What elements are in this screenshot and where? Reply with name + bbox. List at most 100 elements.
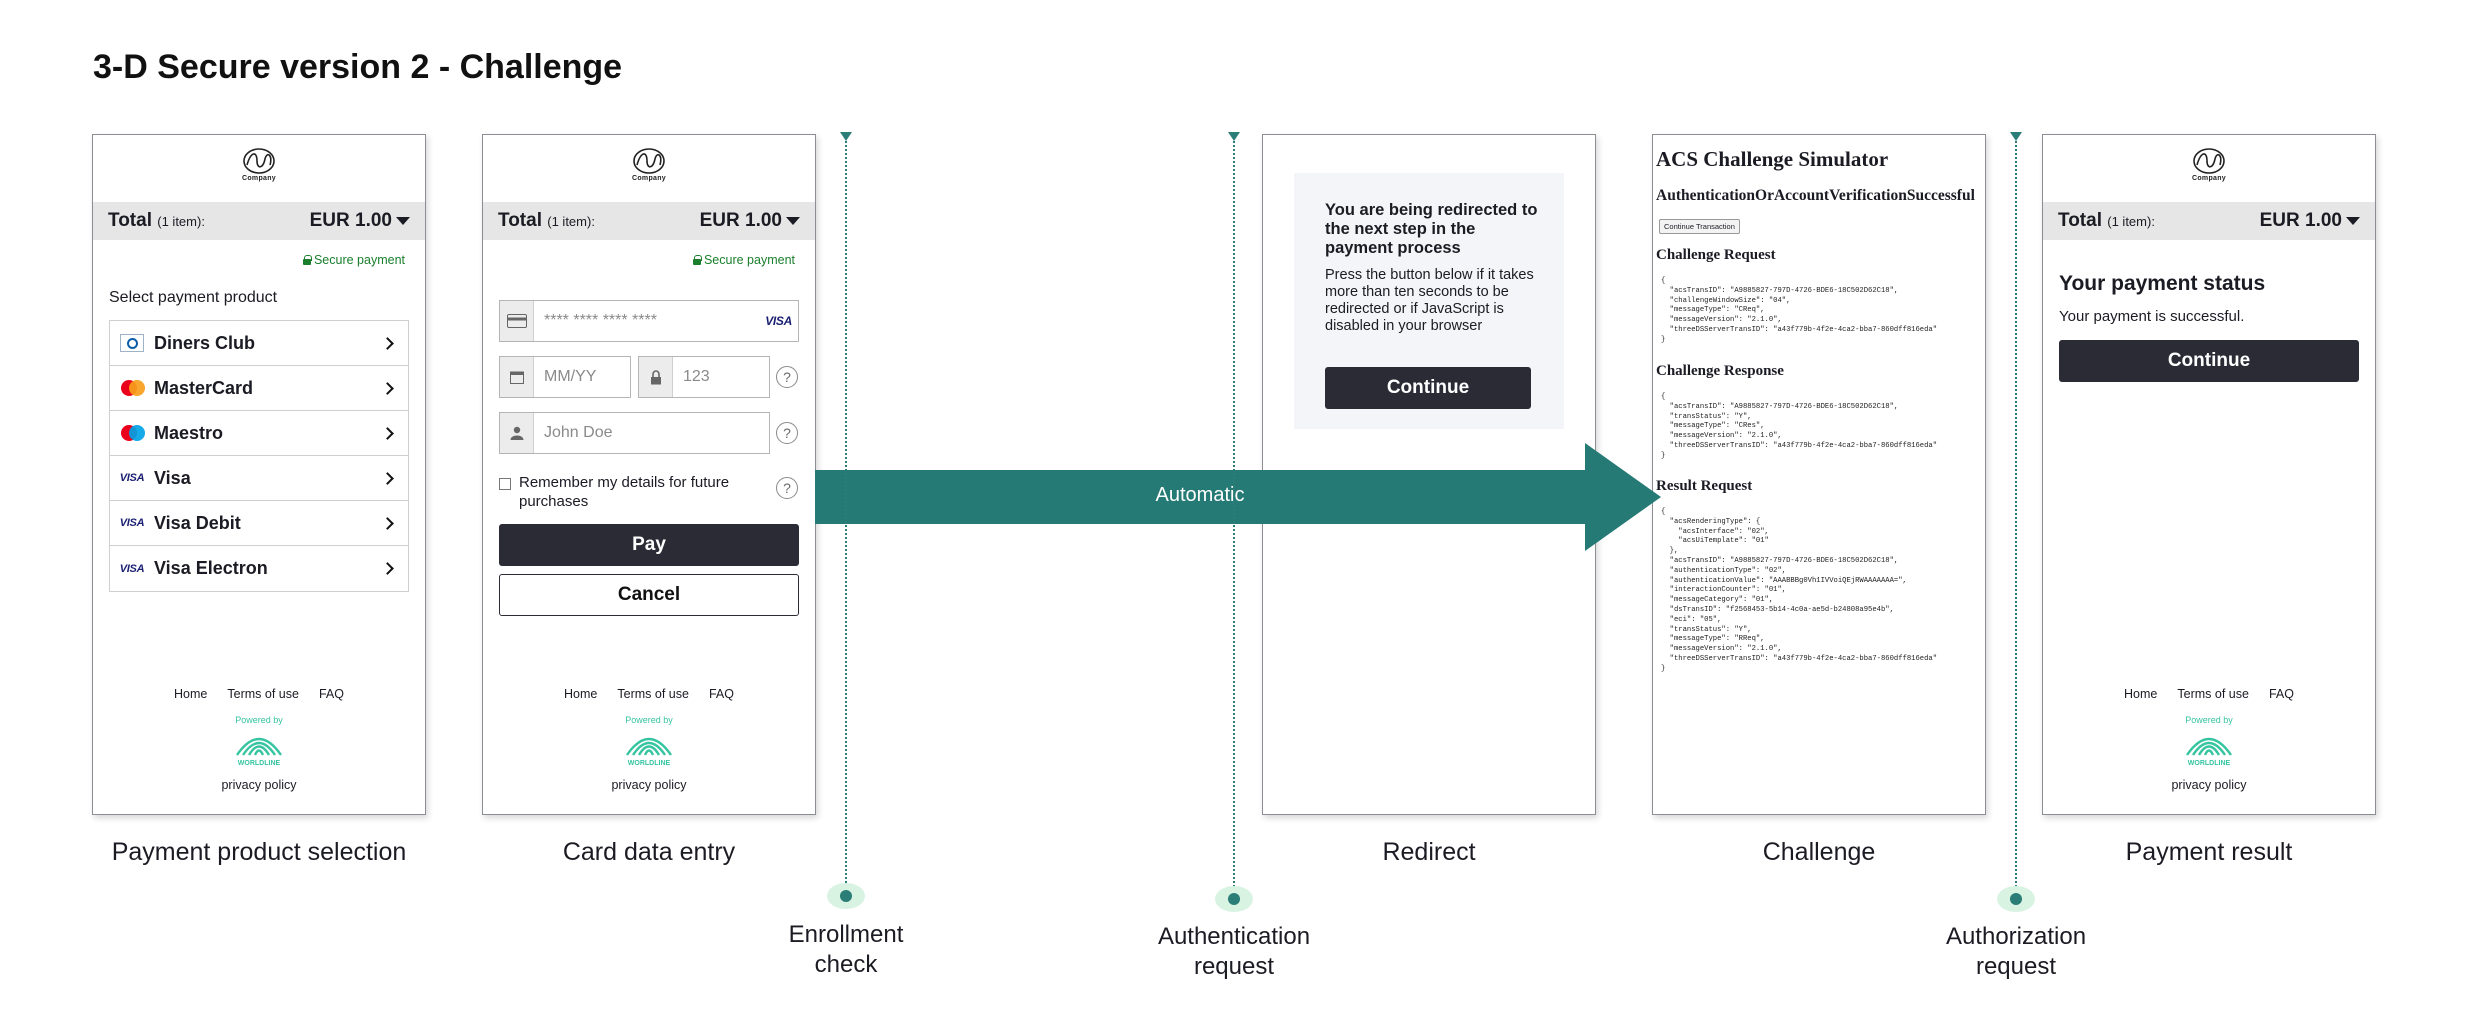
footer-faq-link[interactable]: FAQ bbox=[2268, 687, 2294, 701]
authorization-line bbox=[2015, 134, 2017, 898]
chevron-right-icon bbox=[381, 471, 394, 485]
dropdown-caret-icon bbox=[786, 217, 800, 225]
total-label: Total bbox=[498, 210, 542, 231]
privacy-policy-link[interactable]: privacy policy bbox=[611, 778, 687, 792]
total-bar[interactable]: Total (1 item): EUR 1.00 bbox=[2043, 202, 2375, 240]
footer-terms-link[interactable]: Terms of use bbox=[227, 687, 299, 701]
worldline-wordmark: WORLDLINE bbox=[2188, 760, 2231, 767]
cancel-button[interactable]: Cancel bbox=[499, 574, 799, 616]
lock-icon bbox=[639, 357, 673, 397]
result-request-json: { "acsRenderingType": { "acsInterface": … bbox=[1661, 508, 1938, 673]
total-label: Total bbox=[2058, 210, 2102, 231]
payment-product-selection-screen: Company Total (1 item): EUR 1.00 Secure … bbox=[92, 134, 426, 815]
enrollment-line bbox=[845, 134, 847, 895]
product-visa-electron[interactable]: VISA Visa Electron bbox=[110, 546, 408, 591]
product-visa[interactable]: VISA Visa bbox=[110, 456, 408, 501]
card-number-field[interactable]: **** **** **** **** VISA bbox=[499, 300, 799, 342]
maestro-icon bbox=[119, 425, 145, 441]
continue-transaction-button[interactable]: Continue Transaction bbox=[1659, 219, 1740, 234]
payment-product-list: Diners Club MasterCard Maestro VISA Visa… bbox=[109, 320, 409, 592]
powered-by-label: Powered by bbox=[2185, 715, 2233, 725]
chevron-right-icon bbox=[381, 426, 394, 440]
select-payment-label: Select payment product bbox=[109, 289, 278, 306]
chevron-right-icon bbox=[381, 516, 394, 530]
cvv-help-icon[interactable]: ? bbox=[776, 366, 798, 388]
footer-home-link[interactable]: Home bbox=[174, 687, 208, 701]
lock-icon bbox=[692, 255, 702, 265]
remember-help-icon[interactable]: ? bbox=[776, 477, 798, 499]
acs-title: ACS Challenge Simulator bbox=[1656, 147, 1889, 171]
calendar-icon bbox=[500, 357, 534, 397]
footer-terms-link[interactable]: Terms of use bbox=[617, 687, 689, 701]
company-name: Company bbox=[242, 175, 276, 182]
continue-button[interactable]: Continue bbox=[1325, 367, 1531, 409]
privacy-policy-link[interactable]: privacy policy bbox=[2171, 778, 2247, 792]
company-logo: Company bbox=[483, 147, 815, 187]
payment-status-text: Your payment is successful. bbox=[2059, 308, 2245, 325]
product-label: Visa bbox=[154, 467, 191, 488]
expiry-date-field[interactable]: MM/YY bbox=[499, 356, 631, 398]
pay-button[interactable]: Pay bbox=[499, 524, 799, 566]
footer-faq-link[interactable]: FAQ bbox=[708, 687, 734, 701]
total-items: (1 item): bbox=[2107, 214, 2155, 229]
product-label: Maestro bbox=[154, 422, 224, 443]
footer-faq-link[interactable]: FAQ bbox=[318, 687, 344, 701]
card-data-entry-screen: Company Total (1 item): EUR 1.00 Secure … bbox=[482, 134, 816, 815]
worldline-wordmark: WORLDLINE bbox=[628, 760, 671, 767]
worldline-logo-icon: WORLDLINE bbox=[236, 737, 282, 767]
company-logo-icon bbox=[633, 148, 665, 174]
redirect-body: Press the button below if it takes more … bbox=[1325, 267, 1534, 334]
product-label: MasterCard bbox=[154, 377, 254, 398]
product-mastercard[interactable]: MasterCard bbox=[110, 366, 408, 411]
footer-home-link[interactable]: Home bbox=[2124, 687, 2158, 701]
worldline-logo: WORLDLINE bbox=[93, 727, 425, 767]
product-label: Visa Debit bbox=[154, 512, 241, 533]
visa-icon: VISA bbox=[119, 472, 145, 484]
cvv-field[interactable]: 123 bbox=[638, 356, 770, 398]
product-visa-debit[interactable]: VISA Visa Debit bbox=[110, 501, 408, 546]
visa-icon: VISA bbox=[119, 517, 145, 529]
total-bar[interactable]: Total (1 item): EUR 1.00 bbox=[483, 202, 815, 240]
worldline-logo: WORLDLINE bbox=[483, 727, 815, 767]
company-name: Company bbox=[632, 175, 666, 182]
caption-payment-result: Payment result bbox=[2125, 838, 2293, 866]
continue-button[interactable]: Continue bbox=[2059, 340, 2359, 382]
cardholder-name-field[interactable]: John Doe bbox=[499, 412, 770, 454]
product-diners-club[interactable]: Diners Club bbox=[110, 321, 408, 366]
total-bar[interactable]: Total (1 item): EUR 1.00 bbox=[93, 202, 425, 240]
company-logo: Company bbox=[2043, 147, 2375, 187]
footer-terms-link[interactable]: Terms of use bbox=[2177, 687, 2249, 701]
lock-icon bbox=[302, 255, 312, 265]
remember-checkbox[interactable] bbox=[499, 478, 511, 490]
cvv-placeholder: 123 bbox=[683, 368, 710, 385]
privacy-policy-link[interactable]: privacy policy bbox=[221, 778, 297, 792]
product-maestro[interactable]: Maestro bbox=[110, 411, 408, 456]
visa-icon: VISA bbox=[119, 562, 145, 575]
footer-home-link[interactable]: Home bbox=[564, 687, 598, 701]
product-label: Visa Electron bbox=[154, 558, 268, 578]
worldline-logo-icon: WORLDLINE bbox=[626, 737, 672, 767]
footer-links: Home Terms of use FAQ bbox=[483, 687, 815, 701]
challenge-request-title: Challenge Request bbox=[1656, 247, 1776, 263]
name-placeholder: John Doe bbox=[544, 424, 613, 441]
powered-by-label: Powered by bbox=[625, 715, 673, 725]
challenge-screen: ACS Challenge Simulator AuthenticationOr… bbox=[1652, 134, 1986, 815]
chevron-right-icon bbox=[381, 336, 394, 350]
powered-by-label: Powered by bbox=[235, 715, 283, 725]
caption-redirect: Redirect bbox=[1382, 838, 1476, 866]
authentication-dot bbox=[1228, 893, 1240, 905]
result-request-title: Result Request bbox=[1656, 478, 1753, 494]
dropdown-caret-icon bbox=[2346, 217, 2360, 225]
acs-status: AuthenticationOrAccountVerificationSucce… bbox=[1656, 187, 1975, 204]
chevron-right-icon bbox=[381, 562, 394, 575]
dropdown-caret-icon bbox=[396, 217, 410, 225]
caption-challenge: Challenge bbox=[1762, 838, 1876, 866]
total-amount: EUR 1.00 bbox=[309, 210, 392, 231]
worldline-logo: WORLDLINE bbox=[2043, 727, 2375, 767]
chevron-right-icon bbox=[381, 381, 394, 395]
company-logo: Company bbox=[93, 147, 425, 187]
name-help-icon[interactable]: ? bbox=[776, 422, 798, 444]
mastercard-icon bbox=[119, 380, 145, 396]
